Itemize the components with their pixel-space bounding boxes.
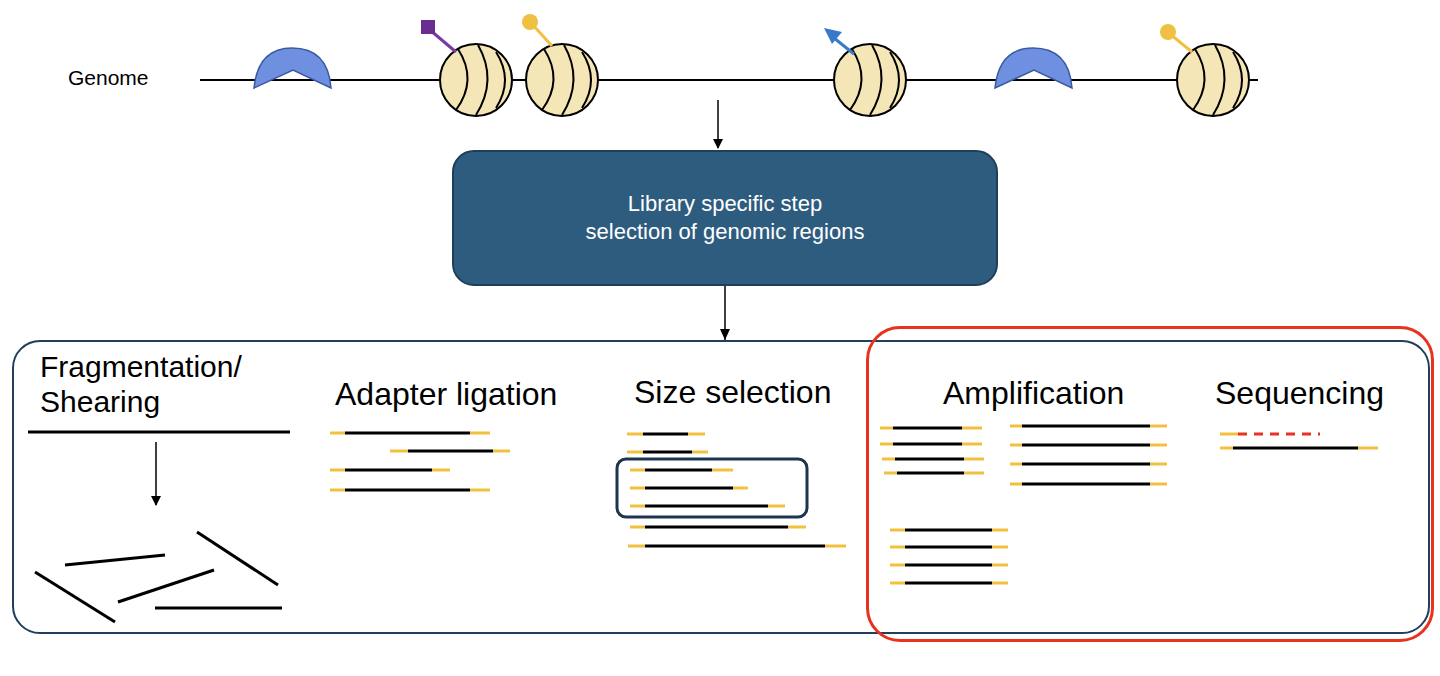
flow-arrow [720,286,730,340]
flow-arrow [155,442,157,505]
selection-bracket [617,459,807,517]
step-heading: Size selection [634,374,831,411]
step-heading: Amplification [943,375,1124,412]
connector-line [724,286,726,340]
nucleosome-symbol [834,44,906,116]
histone-mark [532,24,552,46]
nucleosome-symbol [526,44,598,116]
amplified-fragments [880,426,1167,583]
adapter-fragments [330,433,510,490]
protein-symbol [995,48,1072,88]
genome-line [200,79,1258,81]
highlight-box: Amplification Sequencing [866,326,1434,642]
genome-label: Genome [68,66,149,90]
nucleosome-symbol [1177,44,1249,116]
histone-mark [522,14,538,30]
step-heading: Adapter ligation [335,376,557,413]
dna-fragments [35,532,282,622]
process-box: Library specific step selection of genom… [452,150,998,286]
arrow-head [720,329,730,340]
histone-mark [421,20,435,34]
nucleosome-symbol [440,44,512,116]
process-text: Library specific step selection of genom… [584,190,867,246]
histone-mark [430,30,456,52]
dna-strand [28,431,290,434]
histone-mark [824,28,842,44]
histone-mark [834,38,854,54]
sequencing-read [1220,434,1378,448]
step-heading: Sequencing [1215,375,1384,412]
size-fragments [627,434,846,546]
histone-mark [1170,34,1192,52]
flow-arrow [717,100,719,148]
protein-symbol [254,48,331,88]
histone-mark [1160,24,1176,40]
step-heading: Fragmentation/ Shearing [40,350,300,419]
